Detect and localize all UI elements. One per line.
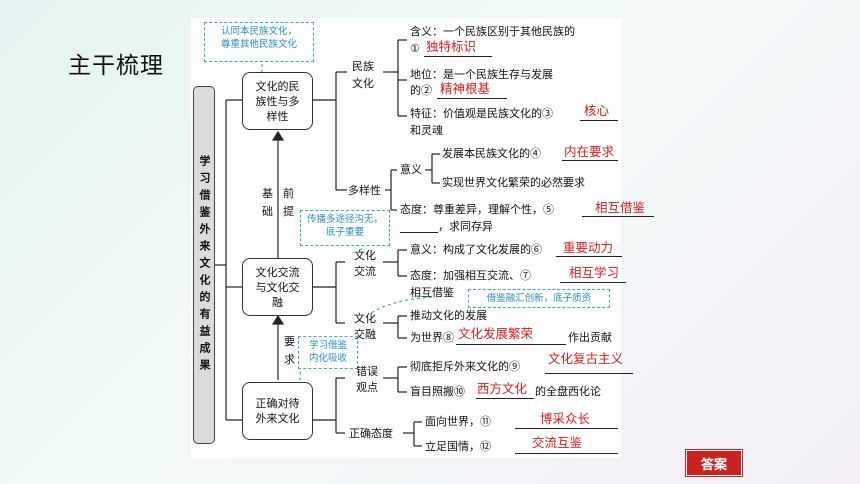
answer-9: 文化复古主义	[548, 351, 624, 366]
blank-11	[515, 428, 618, 429]
text-diwei-2: 的②	[410, 84, 432, 97]
text-taidu-2: ，求同存异	[438, 220, 493, 233]
answer-1: 独特标识	[426, 39, 477, 54]
answer-6: 重要动力	[563, 240, 614, 255]
handwritten-note-3: 借鉴融汇创新，底子质资	[468, 289, 610, 308]
handwritten-note-1: 认同本民族文化， 尊重其他民族文化	[204, 22, 314, 62]
text-jiaorong-2b: 作出贡献	[568, 331, 612, 344]
text-cuowu-1: 彻底拒斥外来文化的⑨	[410, 360, 520, 373]
text-cuowu-2b: 的全盘西化论	[535, 385, 601, 398]
page-title: 主干梳理	[68, 53, 164, 79]
text-zhengque-1: 面向世界，⑪	[425, 415, 491, 428]
text-yiyi-1: 发展本民族文化的④	[442, 147, 541, 160]
branch-duoyangxing: 多样性	[348, 184, 381, 197]
handwritten-note-4: 学习借鉴 内化吸收	[298, 336, 358, 369]
text-jiaoliu-taidu: 态度：加强相互交流、⑦	[410, 269, 531, 282]
branch-yiyi: 意义	[400, 163, 422, 176]
blank-10	[476, 398, 534, 399]
branch-zhengque-taidu: 正确态度	[349, 427, 393, 440]
link-label-jichu: 基 础	[262, 187, 273, 218]
branch-minzu-wenhua: 民族 文化	[352, 60, 374, 90]
blank-5	[582, 216, 654, 217]
blank-9	[545, 373, 633, 374]
branch-wenhua-jiaorong: 文化 交融	[354, 312, 376, 341]
text-jiaorong-2: 为世界⑧	[410, 331, 454, 344]
text-cuowu-2: 盲目照搬⑩	[410, 385, 465, 398]
blank-3	[580, 120, 618, 121]
blank-5b	[400, 232, 438, 233]
text-diwei: 地位：是一个民族生存与发展	[410, 68, 553, 81]
text-hanyi-num: ①	[410, 42, 420, 55]
blank-12	[515, 453, 618, 454]
text-taidu: 态度：尊重差异，理解个性，⑤	[400, 203, 554, 216]
link-label-qianti: 前 提	[283, 187, 294, 218]
text-zhengque-2: 立足国情，⑫	[425, 440, 491, 453]
branch-wenhua-jiaoliu: 文化 交流	[354, 249, 376, 278]
text-tezheng-2: 和灵魂	[410, 124, 443, 137]
answer-10: 西方文化	[477, 381, 528, 396]
node-minzuxing: 文化的民族性与多样性	[242, 72, 313, 130]
answer-button[interactable]: 答案	[686, 450, 742, 476]
node-jiaoliu-jiaorong: 文化交流与文化交融	[242, 258, 313, 316]
text-tezheng: 特征：价值观是民族文化的③	[410, 107, 553, 120]
text-jiaoliu-taidu-2: 相互借鉴	[410, 286, 454, 299]
root-node: 学习借鉴外来文化的有益成果	[193, 86, 215, 444]
branch-cuowu-guandian: 错误 观点	[356, 365, 378, 394]
answer-11: 博采众长	[540, 411, 591, 426]
text-jiaoliu-yiyi: 意义：构成了文化发展的⑥	[410, 243, 542, 256]
answer-2: 精神根基	[440, 81, 491, 96]
blank-2	[437, 98, 507, 99]
text-hanyi: 含义：一个民族区别于其他民族的	[410, 25, 575, 38]
answer-3: 核心	[584, 103, 610, 118]
answer-12: 交流互鉴	[532, 435, 583, 450]
blank-8	[456, 344, 566, 345]
blank-4	[562, 160, 618, 161]
answer-4: 内在要求	[564, 144, 615, 159]
answer-5: 相互借鉴	[595, 200, 646, 215]
blank-7	[560, 282, 626, 283]
node-duidai-wailai: 正确对待外来文化	[242, 382, 313, 440]
text-yiyi-2: 实现世界文化繁荣的必然要求	[442, 176, 585, 189]
blank-6	[556, 256, 622, 257]
blank-1	[424, 56, 492, 57]
handwritten-note-2: 传播多途径沟无， 底子重要	[300, 210, 390, 246]
link-label-yaoqiu: 要 求	[284, 335, 295, 366]
answer-7: 相互学习	[569, 265, 620, 280]
answer-8: 文化发展繁荣	[458, 326, 534, 341]
text-jiaorong-1: 推动文化的发展	[410, 309, 487, 322]
